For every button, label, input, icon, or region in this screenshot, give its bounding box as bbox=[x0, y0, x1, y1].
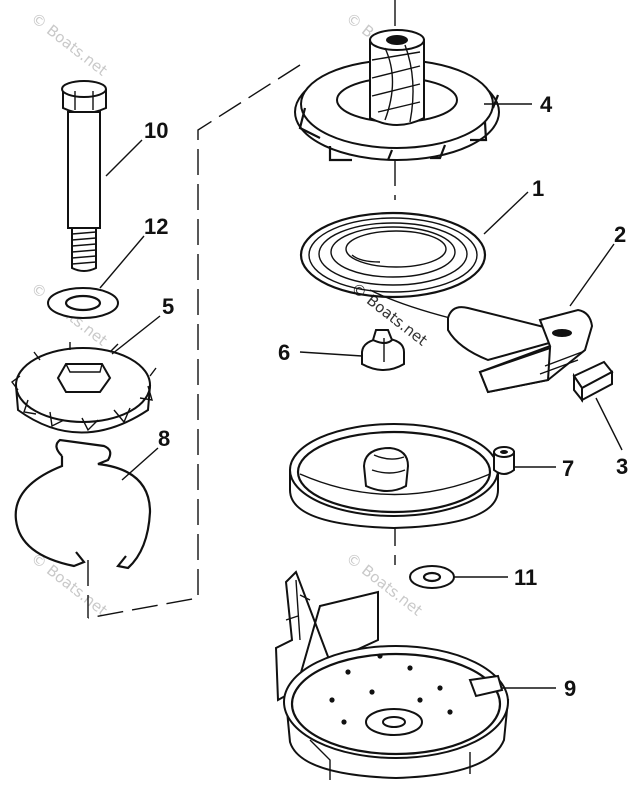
callout-7: 7 bbox=[562, 456, 574, 481]
callout-4: 4 bbox=[540, 92, 553, 117]
spring-anchor-part bbox=[361, 329, 405, 371]
callout-6: 6 bbox=[278, 340, 290, 365]
handle-insert-part bbox=[572, 360, 614, 403]
pinion-gear-part bbox=[294, 29, 500, 162]
starter-rope bbox=[369, 289, 451, 319]
callout-3: 3 bbox=[616, 454, 628, 479]
starter-base-part bbox=[274, 570, 510, 780]
rewind-spring-part bbox=[299, 211, 487, 299]
callout-2: 2 bbox=[614, 222, 626, 247]
leader-lines bbox=[99, 103, 623, 689]
starter-handle-part bbox=[447, 306, 594, 394]
callout-11: 11 bbox=[514, 565, 537, 590]
bolt-part bbox=[61, 80, 107, 272]
callout-1: 1 bbox=[532, 176, 544, 201]
callout-8: 8 bbox=[158, 426, 170, 451]
wire-clip-part bbox=[14, 438, 152, 570]
ratchet-gear-part bbox=[11, 342, 157, 434]
watermark: © Boats.net bbox=[28, 9, 111, 80]
watermark: © Boats.net bbox=[28, 549, 111, 620]
flat-washer-part bbox=[47, 287, 119, 319]
callout-12: 12 bbox=[144, 214, 168, 239]
starter-cup-part bbox=[289, 423, 515, 530]
callout-10: 10 bbox=[144, 118, 168, 143]
callout-5: 5 bbox=[162, 294, 174, 319]
callout-9: 9 bbox=[564, 676, 576, 701]
washer-part bbox=[409, 565, 455, 589]
callout-labels: 1 2 3 4 5 6 7 8 9 10 11 12 bbox=[144, 92, 628, 701]
